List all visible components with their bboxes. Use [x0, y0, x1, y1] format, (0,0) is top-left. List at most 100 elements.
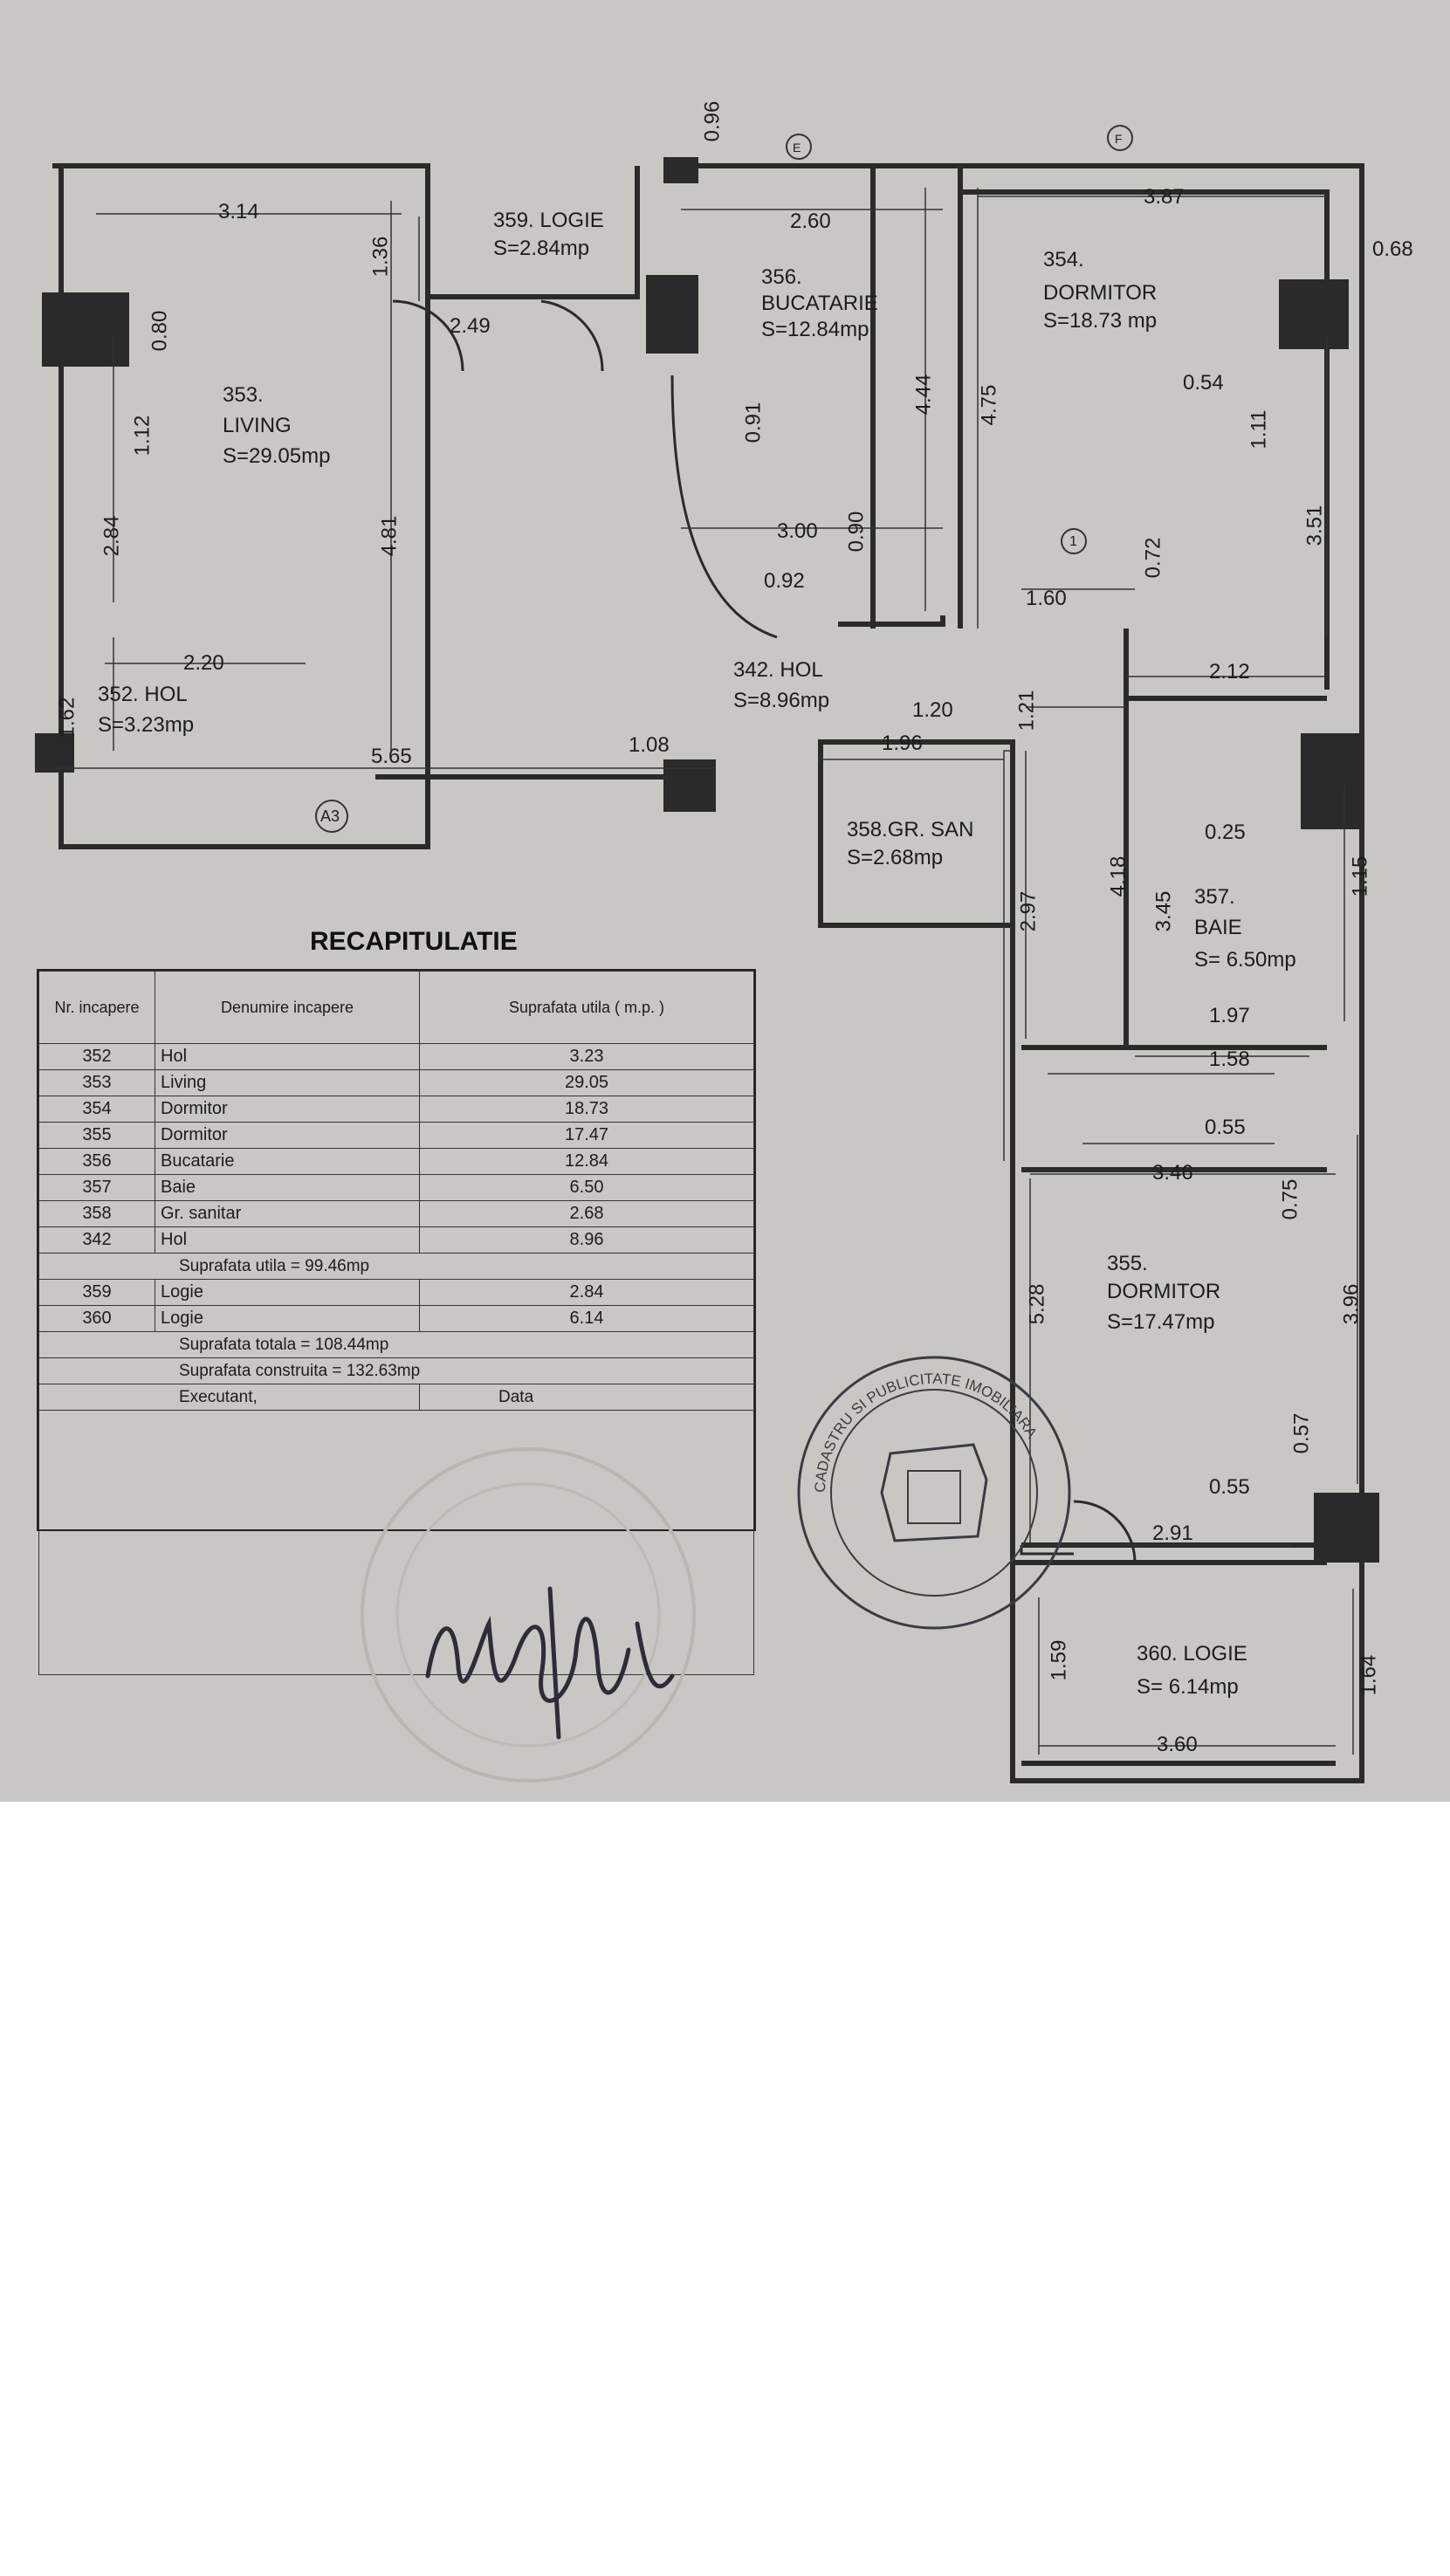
dim-0-25: 0.25 — [1205, 821, 1246, 844]
dim-2-20: 2.20 — [183, 651, 224, 675]
header-nr: Nr. incapere — [38, 971, 155, 1044]
dim-0-57: 0.57 — [1289, 1412, 1314, 1454]
row-name: Hol — [155, 1043, 420, 1070]
dim-3-00: 3.00 — [777, 519, 818, 543]
dim-3-51: 3.51 — [1302, 505, 1327, 546]
dim-0-90: 0.90 — [844, 511, 869, 553]
door-arc-living — [392, 299, 464, 372]
room-355-name: DORMITOR — [1107, 1280, 1221, 1303]
row-name: Logie — [155, 1279, 420, 1306]
dim-1-64: 1.64 — [1357, 1654, 1381, 1696]
dimension-lines-living — [96, 201, 420, 751]
dim-2-91: 2.91 — [1152, 1522, 1193, 1545]
room-342-area: S=8.96mp — [733, 689, 830, 712]
door-arc-dormitor-355 — [1073, 1500, 1137, 1563]
stamp-left-ring — [361, 1447, 696, 1783]
row-name: Dormitor — [155, 1096, 420, 1123]
signature-area-row — [38, 1410, 754, 1675]
room-357-area: S= 6.50mp — [1194, 948, 1296, 972]
row-area: 18.73 — [419, 1096, 754, 1123]
dim-1-11: 1.11 — [1247, 409, 1271, 450]
living-walls — [58, 163, 430, 849]
dim-1-60: 1.60 — [1026, 587, 1067, 610]
room-360-name: 360. LOGIE — [1137, 1642, 1247, 1666]
marker-e-circle — [786, 134, 812, 160]
marker-1: 1 — [1069, 534, 1077, 549]
room-356-area: S=12.84mp — [761, 318, 869, 341]
row-area: 2.68 — [419, 1200, 754, 1227]
row-area: 3.23 — [419, 1043, 754, 1070]
dim-4-44: 4.44 — [911, 374, 936, 416]
signature-stroke — [425, 1586, 675, 1740]
dim-2-84: 2.84 — [100, 515, 124, 557]
row-area: 8.96 — [419, 1226, 754, 1254]
room-356-name: BUCATARIE — [761, 292, 878, 315]
room-354-number: 354. — [1043, 248, 1084, 271]
column-hol-342 — [663, 759, 716, 812]
column-hol-352 — [35, 733, 74, 773]
data-label: Data — [419, 1384, 754, 1411]
row-nr: 360 — [38, 1305, 155, 1332]
dim-0-72: 0.72 — [1141, 537, 1165, 579]
room-360-area: S= 6.14mp — [1137, 1675, 1239, 1699]
marker-e: E — [793, 141, 801, 155]
dim-1-62: 1.62 — [55, 697, 79, 738]
baie-walls — [1124, 629, 1327, 1048]
room-359-area: S=2.84mp — [493, 237, 590, 260]
dim-0-91: 0.91 — [741, 402, 766, 443]
stamp-emblem-inner — [907, 1470, 961, 1524]
signature-area — [38, 1410, 754, 1675]
door-arc-logie — [540, 299, 604, 372]
room-353-number: 353. — [223, 383, 264, 407]
room-353-area: S=29.05mp — [223, 444, 331, 468]
dim-2-12: 2.12 — [1209, 660, 1250, 683]
row-area: 6.50 — [419, 1174, 754, 1201]
floor-plan-sheet: A3 E F 1 359. LOGIE S=2.84mp 356. BUCATA… — [0, 0, 1450, 1802]
column-west — [42, 292, 129, 367]
dimension-lines-hol-342 — [821, 750, 1013, 1161]
marker-1-circle — [1061, 528, 1087, 554]
dim-1-58: 1.58 — [1209, 1048, 1250, 1071]
dim-0-55-lower: 0.55 — [1209, 1475, 1250, 1499]
recap-header-row: Nr. incapere Denumire incapere Suprafata… — [38, 971, 754, 1044]
dimension-lines-dormitor-354 — [978, 196, 1328, 677]
kitchen-partition — [870, 166, 963, 629]
room-355-area: S=17.47mp — [1107, 1310, 1215, 1334]
official-stamp: CADASTRU SI PUBLICITATE IMOBILIARA — [797, 1356, 1071, 1630]
suprafata-utila: Suprafata utila = 99.46mp — [38, 1253, 754, 1280]
dim-1-36: 1.36 — [368, 236, 393, 278]
row-nr: 342 — [38, 1226, 155, 1254]
marker-f: F — [1115, 132, 1123, 146]
dim-1-15: 1.15 — [1348, 855, 1372, 897]
stamp-inner-ring — [830, 1389, 1038, 1597]
dim-5-65: 5.65 — [371, 745, 412, 768]
baie-south-wall — [1021, 1045, 1327, 1172]
logie-359-walls — [425, 166, 640, 299]
dim-1-59: 1.59 — [1047, 1639, 1071, 1681]
dim-1-97: 1.97 — [1209, 1004, 1250, 1027]
header-suprafata: Suprafata utila ( m.p. ) — [419, 971, 754, 1044]
dormitor-354-walls — [960, 189, 1330, 690]
row-nr: 356 — [38, 1148, 155, 1175]
room-359-name: 359. LOGIE — [493, 209, 604, 232]
recap-table: Nr. incapere Denumire incapere Suprafata… — [37, 969, 756, 1675]
dim-4-75: 4.75 — [977, 384, 1001, 426]
dim-3-14: 3.14 — [218, 200, 259, 223]
row-nr: 352 — [38, 1043, 155, 1070]
dim-0-54: 0.54 — [1183, 371, 1224, 395]
row-name: Gr. sanitar — [155, 1200, 420, 1227]
stamp-left-inner-ring — [395, 1482, 661, 1748]
row-nr: 357 — [38, 1174, 155, 1201]
dim-1-20: 1.20 — [912, 698, 953, 722]
dim-3-46: 3.46 — [1152, 1161, 1193, 1185]
row-name: Baie — [155, 1174, 420, 1201]
stamp-emblem — [880, 1443, 988, 1542]
dim-1-96: 1.96 — [882, 732, 923, 755]
dimension-lines-baie — [1025, 706, 1345, 1144]
dim-1-12: 1.12 — [130, 415, 155, 457]
recap-title: RECAPITULATIE — [310, 927, 518, 956]
